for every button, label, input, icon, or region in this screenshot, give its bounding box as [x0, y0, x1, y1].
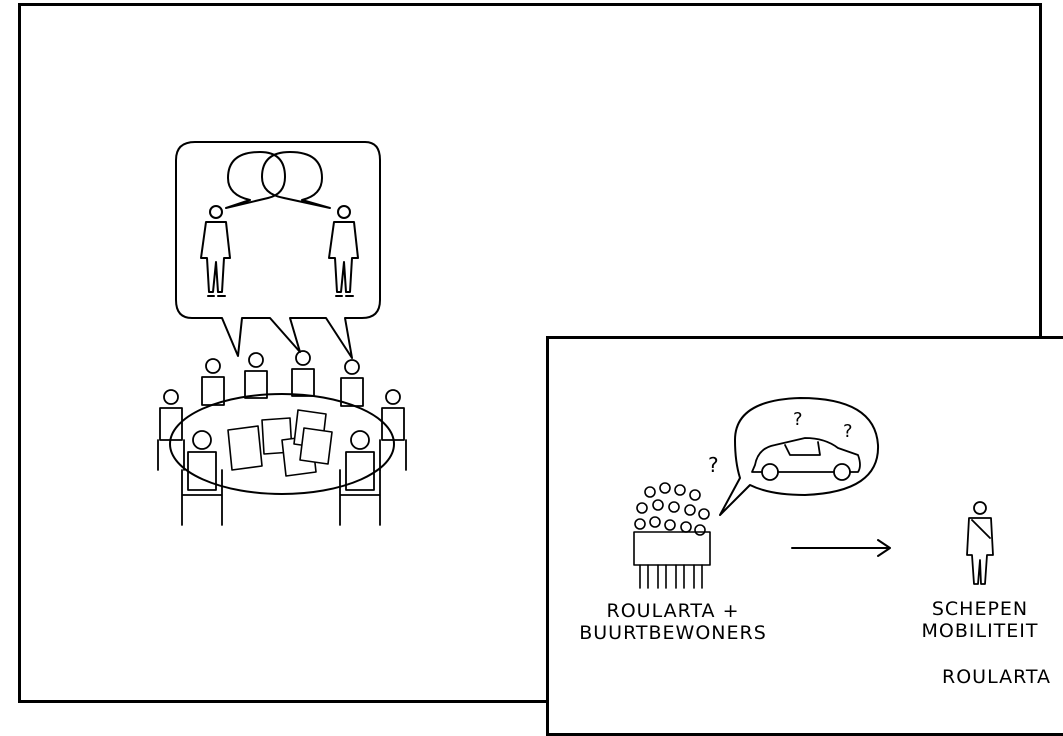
caption-mobility-alderman: SCHEPEN MOBILITEIT — [895, 598, 1063, 642]
caption-roularta-residents: ROULARTA + BUURTBEWONERS — [568, 600, 778, 644]
question-mark: ? — [793, 409, 803, 430]
crowd-icon — [634, 483, 710, 588]
arrow-right-icon — [792, 540, 890, 556]
caption-cut-off: ROULARTA — [942, 666, 1051, 688]
question-mark: ? — [843, 421, 853, 442]
person-icon — [967, 502, 993, 584]
question-mark: ? — [708, 453, 719, 477]
mobility-illustration: ? ? ? — [0, 0, 1063, 673]
